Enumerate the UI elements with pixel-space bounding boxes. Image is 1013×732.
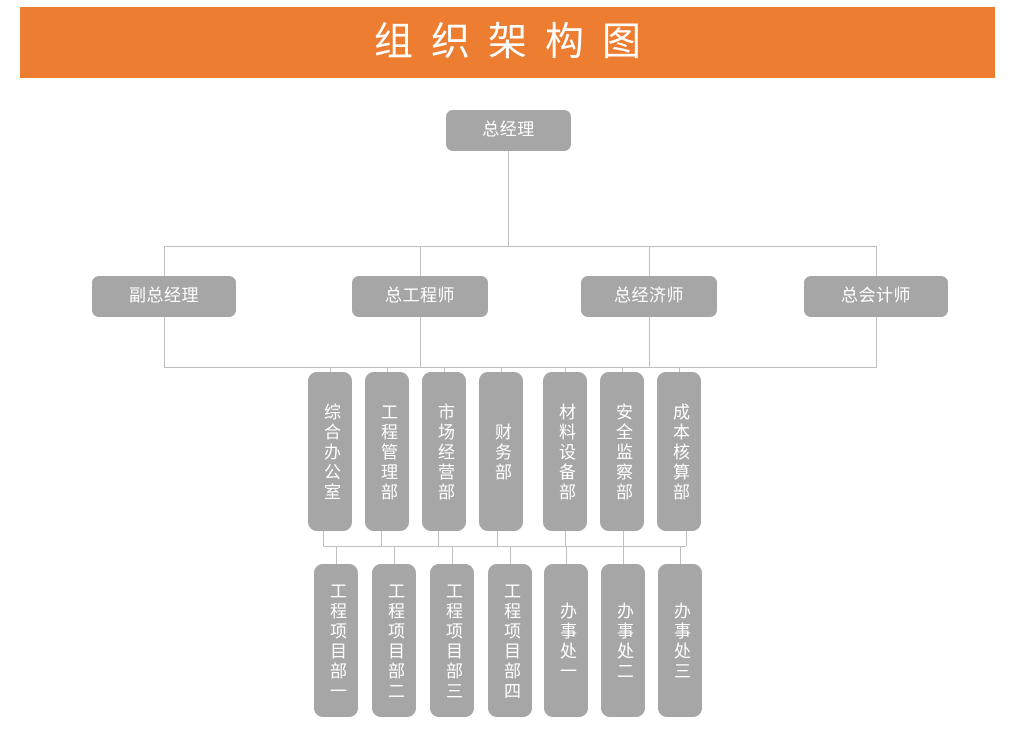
connector-drop-project-dept-1 (336, 546, 337, 564)
node-deputy-gm-label: 副总经理 (129, 286, 199, 306)
node-chief-economist[interactable]: 总经济师 (581, 276, 717, 317)
connector-up-materials-equipment (565, 531, 566, 546)
node-project-dept-2-label: 工程项目部二 (385, 581, 405, 702)
node-safety-supervision-label: 安全监察部 (613, 402, 633, 503)
connector-drop-chief-accountant (876, 246, 877, 276)
node-chief-economist-label: 总经济师 (614, 286, 684, 306)
connector-drop-general-office (330, 367, 331, 372)
node-project-dept-3[interactable]: 工程项目部三 (430, 564, 474, 717)
connector-up-engineering-management (381, 531, 382, 546)
connector-drop-office-1 (566, 546, 567, 564)
node-gm[interactable]: 总经理 (446, 110, 571, 151)
node-office-3[interactable]: 办事处三 (658, 564, 702, 717)
node-cost-accounting[interactable]: 成本核算部 (657, 372, 701, 531)
connector-drop-engineering-management (387, 367, 388, 372)
connector-up-general-office (323, 531, 324, 546)
node-project-dept-1[interactable]: 工程项目部一 (314, 564, 358, 717)
connector-drop-chief-engineer (420, 246, 421, 276)
node-deputy-gm[interactable]: 副总经理 (92, 276, 236, 317)
node-engineering-management-label: 工程管理部 (378, 402, 398, 503)
connector-drop-office-2 (623, 546, 624, 564)
node-chief-accountant[interactable]: 总会计师 (804, 276, 948, 317)
node-project-dept-1-label: 工程项目部一 (327, 581, 347, 702)
connector-drop-safety-supervision (622, 367, 623, 372)
node-gm-label: 总经理 (482, 120, 535, 140)
node-general-office-label: 综合办公室 (321, 402, 341, 503)
connector-up-finance (497, 531, 498, 546)
node-project-dept-4-label: 工程项目部四 (501, 581, 521, 702)
connector-drop-cost-accounting (679, 367, 680, 372)
connector-up-chief-engineer (420, 317, 421, 367)
connector-drop-market-operations (444, 367, 445, 372)
connector-drop-office-3 (680, 546, 681, 564)
connector-drop-project-dept-4 (510, 546, 511, 564)
node-safety-supervision[interactable]: 安全监察部 (600, 372, 644, 531)
connector-level3-bus (164, 367, 877, 368)
node-office-1-label: 办事处一 (557, 601, 577, 682)
node-project-dept-3-label: 工程项目部三 (443, 581, 463, 702)
node-office-2[interactable]: 办事处二 (601, 564, 645, 717)
node-chief-accountant-label: 总会计师 (841, 286, 911, 306)
node-general-office[interactable]: 综合办公室 (308, 372, 352, 531)
node-materials-equipment-label: 材料设备部 (556, 402, 576, 503)
page-title: 组织架构图 (373, 21, 659, 64)
node-finance-label: 财务部 (492, 422, 512, 483)
node-market-operations[interactable]: 市场经营部 (422, 372, 466, 531)
node-project-dept-2[interactable]: 工程项目部二 (372, 564, 416, 717)
connector-up-safety-supervision (623, 531, 624, 546)
node-office-3-label: 办事处三 (671, 601, 691, 682)
connector-up-cost-accounting (686, 531, 687, 546)
node-chief-engineer-label: 总工程师 (385, 286, 455, 306)
node-cost-accounting-label: 成本核算部 (670, 402, 690, 503)
node-market-operations-label: 市场经营部 (435, 402, 455, 503)
connector-up-market-operations (438, 531, 439, 546)
connector-up-deputy-gm (164, 317, 165, 367)
node-chief-engineer[interactable]: 总工程师 (352, 276, 488, 317)
connector-up-chief-accountant (876, 317, 877, 367)
connector-drop-project-dept-2 (394, 546, 395, 564)
connector-drop-project-dept-3 (452, 546, 453, 564)
node-engineering-management[interactable]: 工程管理部 (365, 372, 409, 531)
node-office-1[interactable]: 办事处一 (544, 564, 588, 717)
connector-level4-bus (323, 546, 686, 547)
connector-drop-chief-economist (649, 246, 650, 276)
connector-up-chief-economist (649, 317, 650, 367)
connector-drop-deputy-gm (164, 246, 165, 276)
node-finance[interactable]: 财务部 (479, 372, 523, 531)
node-office-2-label: 办事处二 (614, 601, 634, 682)
connector-drop-finance (501, 367, 502, 372)
connector-gm-down (508, 151, 509, 246)
connector-level2-bus (164, 246, 877, 247)
node-project-dept-4[interactable]: 工程项目部四 (488, 564, 532, 717)
node-materials-equipment[interactable]: 材料设备部 (543, 372, 587, 531)
connector-drop-materials-equipment (565, 367, 566, 372)
title-banner: 组织架构图 (20, 7, 995, 78)
